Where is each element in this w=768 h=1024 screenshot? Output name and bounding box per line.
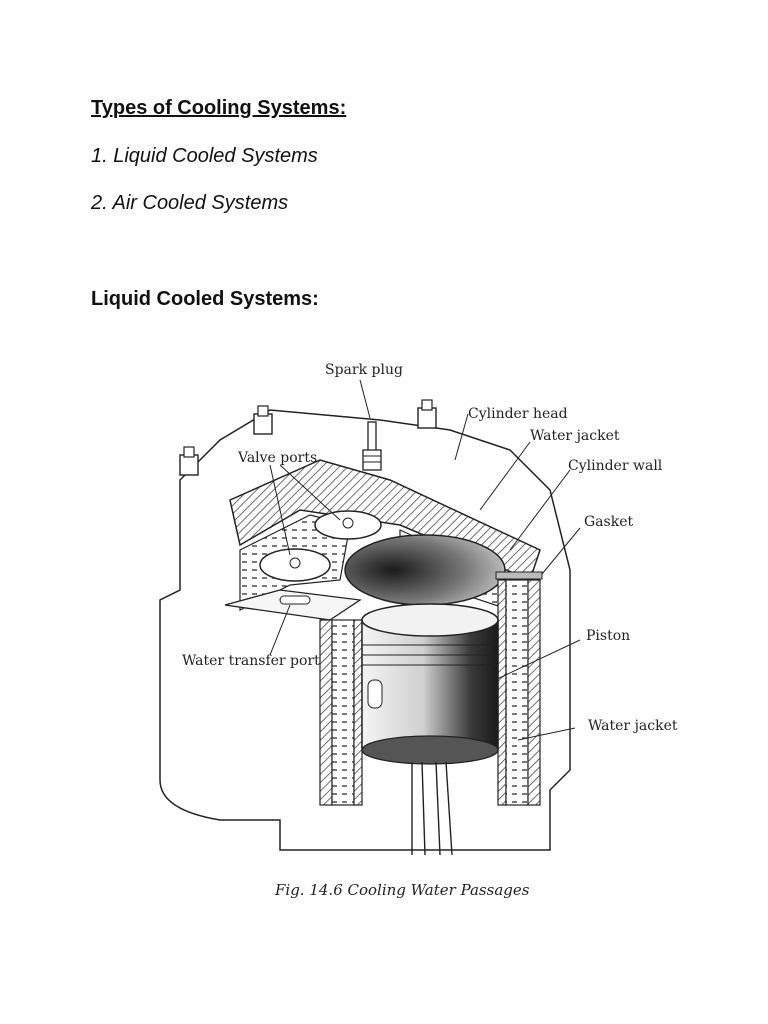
leader-spark-plug <box>359 379 371 419</box>
leader-valve-ports-rear <box>279 464 341 521</box>
leader-cylinder-head <box>454 413 469 461</box>
leader-water-jacket-top <box>479 441 531 511</box>
leader-water-jacket-bottom <box>517 727 576 741</box>
label-water-jacket-bottom: Water jacket <box>588 718 678 734</box>
cylinder-wall-left <box>319 619 333 806</box>
engine-block-outline <box>159 409 571 851</box>
label-valve-ports: Valve ports <box>237 450 317 466</box>
water-transfer-port-slot <box>279 595 311 605</box>
leader-piston <box>494 639 581 681</box>
figure-caption: Fig. 14.6 Cooling Water Passages <box>274 881 530 899</box>
list-item-liquid-cooled: 1. Liquid Cooled Systems <box>91 145 318 167</box>
heading-liquid-cooled-systems: Liquid Cooled Systems: <box>91 288 319 310</box>
water-jacket-right <box>505 579 529 806</box>
water-jacket-left <box>331 619 355 806</box>
gasket <box>495 571 543 580</box>
heading-types-of-cooling: Types of Cooling Systems: <box>91 97 347 119</box>
cylinder-bore <box>344 534 506 606</box>
leader-gasket <box>541 527 581 575</box>
head-stud-left <box>179 446 199 476</box>
spark-plug <box>362 421 382 471</box>
valve-port-rear-stem <box>342 517 354 529</box>
piston <box>361 603 499 765</box>
head-stud-middle <box>253 405 273 435</box>
leader-water-transfer-port <box>269 604 291 656</box>
cylinder-liner-left <box>353 619 363 806</box>
connecting-rod <box>411 761 453 856</box>
cylinder-liner-right <box>497 579 507 806</box>
label-gasket: Gasket <box>584 514 633 530</box>
water-transfer-port-plate <box>224 589 362 621</box>
leader-valve-ports-front <box>269 464 291 556</box>
valve-port-front-stem <box>289 557 301 569</box>
label-piston: Piston <box>586 628 630 644</box>
label-spark-plug: Spark plug <box>325 362 403 378</box>
cylinder-wall-right <box>527 579 541 806</box>
label-cylinder-head: Cylinder head <box>468 406 568 422</box>
head-stud-right <box>417 399 437 429</box>
label-water-transfer-port: Water transfer port <box>182 653 320 669</box>
label-cylinder-wall: Cylinder wall <box>568 458 663 474</box>
label-water-jacket-top: Water jacket <box>530 428 620 444</box>
engine-cooling-diagram: Spark plug Cylinder head Water jacket Va… <box>159 362 678 899</box>
leader-cylinder-wall <box>509 469 571 551</box>
list-item-air-cooled: 2. Air Cooled Systems <box>91 192 289 214</box>
